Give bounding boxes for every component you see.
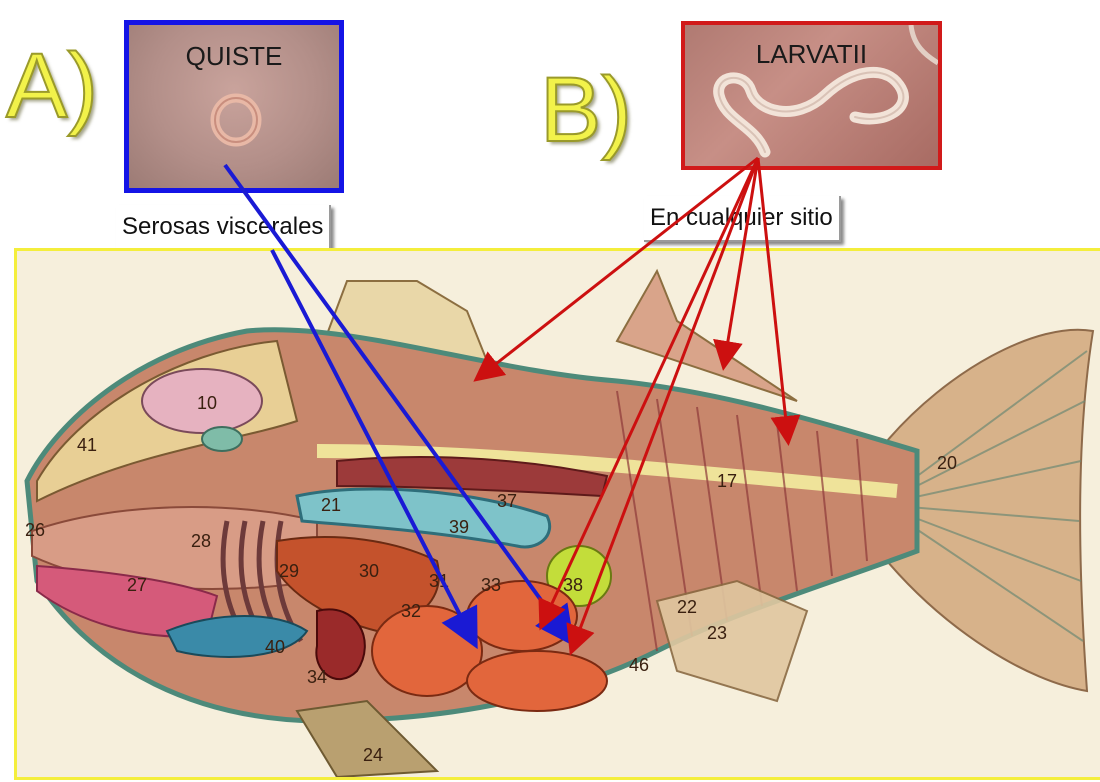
cyst-arrow-2 xyxy=(272,250,474,642)
larva-arrow-3 xyxy=(758,158,788,440)
cyst-arrow-1 xyxy=(225,165,570,640)
cyst-arrows xyxy=(225,165,570,642)
larva-arrow-4 xyxy=(542,158,758,625)
larva-arrow-2 xyxy=(724,158,758,365)
